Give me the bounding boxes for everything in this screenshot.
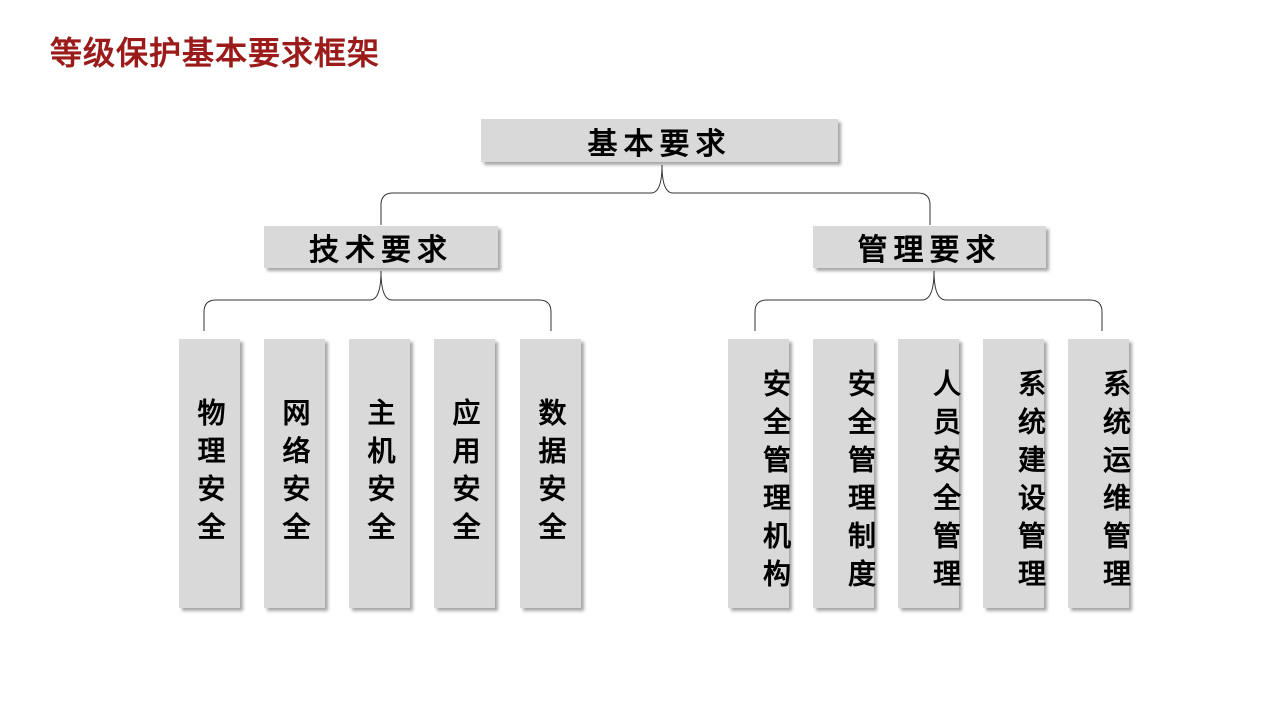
management-item-label: 系统建设管理 (1014, 368, 1047, 597)
technical-item-application: 应用安全 (434, 339, 495, 608)
root-requirement-label: 基本要求 (587, 126, 732, 162)
technical-item-label: 主机安全 (363, 397, 397, 550)
page-title: 等级保护基本要求框架 (50, 34, 381, 72)
management-item-organization: 安全管理机构 (728, 339, 792, 608)
management-item-label: 人员安全管理 (929, 368, 962, 597)
management-item-operations: 系统运维管理 (1068, 339, 1132, 608)
management-item-label: 安全管理制度 (844, 368, 877, 597)
technical-item-label: 应用安全 (448, 397, 482, 550)
management-requirement-label: 管理要求 (857, 233, 1002, 268)
technical-item-host: 主机安全 (349, 339, 410, 608)
technical-item-network: 网络安全 (264, 339, 325, 608)
management-item-construction: 系统建设管理 (983, 339, 1047, 608)
management-item-label: 安全管理机构 (759, 368, 792, 597)
technical-item-label: 物理安全 (193, 397, 227, 550)
technical-requirement-label: 技术要求 (309, 233, 453, 268)
technical-item-label: 网络安全 (278, 397, 312, 550)
root-requirement-box: 基本要求 (481, 119, 838, 162)
management-brace (754, 270, 1103, 331)
management-item-policy: 安全管理制度 (813, 339, 877, 608)
management-requirement-box: 管理要求 (813, 226, 1046, 268)
root-brace (380, 164, 931, 225)
technical-item-label: 数据安全 (534, 397, 568, 550)
technical-item-physical: 物理安全 (179, 339, 240, 608)
technical-item-data: 数据安全 (520, 339, 581, 608)
technical-requirement-box: 技术要求 (264, 226, 498, 268)
management-item-label: 系统运维管理 (1099, 368, 1132, 597)
management-item-personnel: 人员安全管理 (898, 339, 962, 608)
technical-brace (203, 270, 552, 331)
